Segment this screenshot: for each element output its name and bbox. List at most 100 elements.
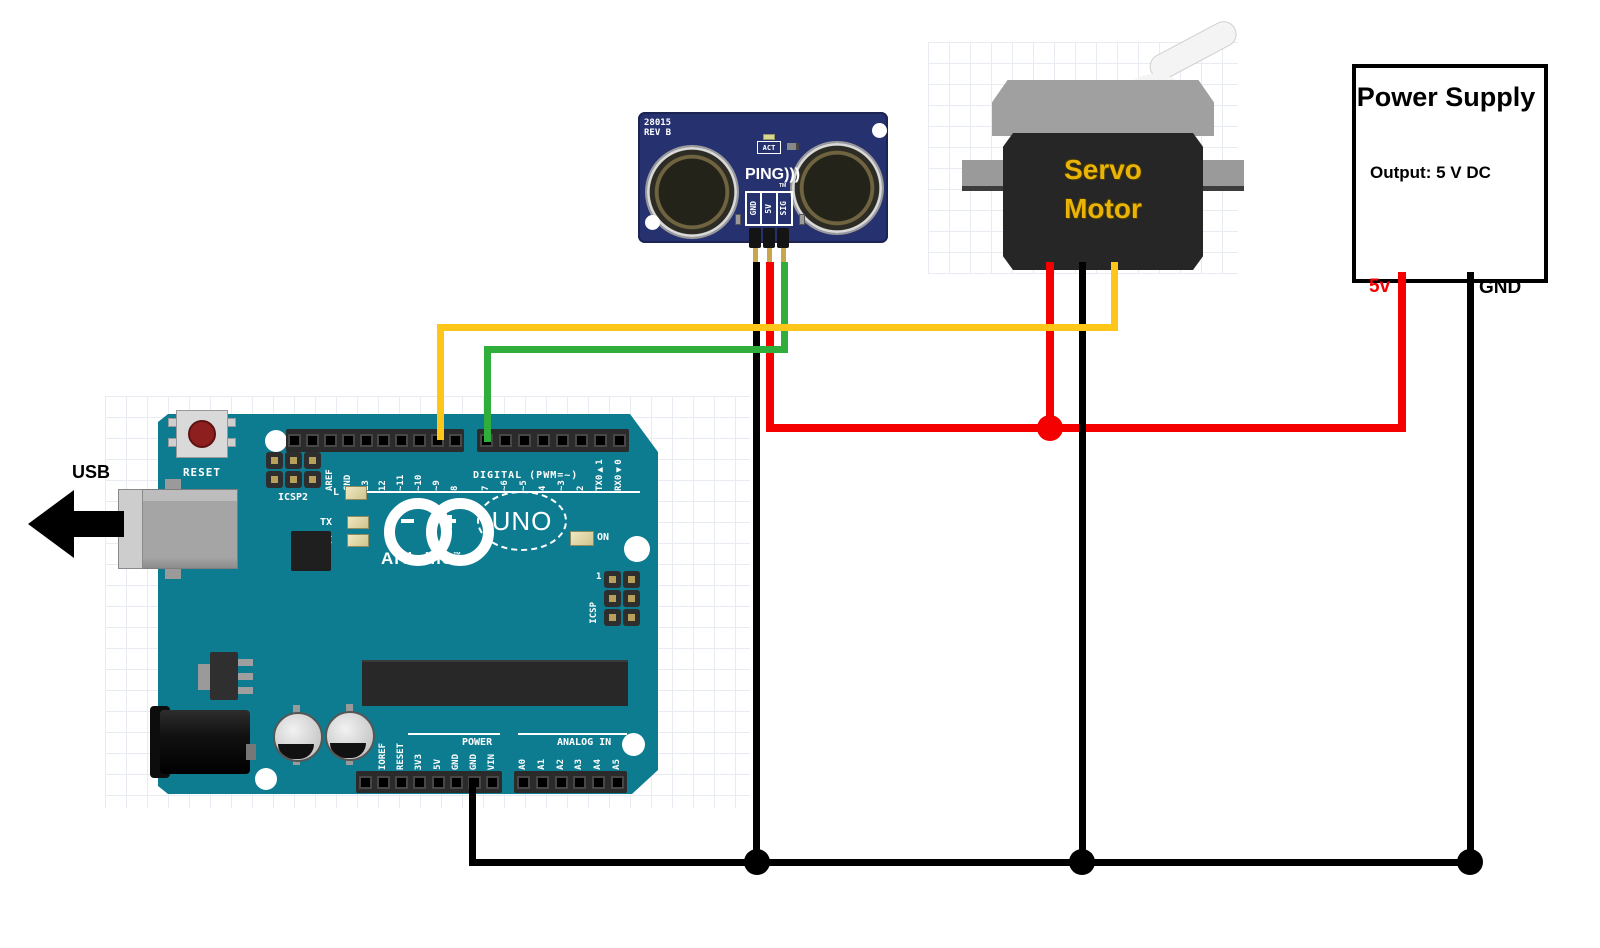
wire-green-ping-sig bbox=[781, 262, 788, 353]
ping-header-pin bbox=[777, 228, 789, 248]
power-caption: POWER bbox=[462, 737, 493, 748]
servo-mount-tab-left bbox=[962, 160, 1008, 191]
ping-tm: TM bbox=[779, 183, 787, 189]
barrel-jack-pin bbox=[246, 744, 256, 760]
digital-header-left bbox=[286, 429, 464, 452]
mounting-hole bbox=[622, 733, 645, 756]
usb-arrow-head bbox=[28, 490, 74, 558]
junction-dot-black bbox=[1069, 849, 1095, 875]
pin-label: GND bbox=[469, 753, 480, 770]
ultrasonic-transducer-left bbox=[647, 147, 737, 237]
regulator-leg bbox=[237, 659, 253, 666]
ping-mounting-hole bbox=[645, 215, 660, 230]
brand-tm: ™ bbox=[453, 550, 463, 560]
regulator-leg bbox=[237, 687, 253, 694]
silkscreen-line bbox=[408, 733, 500, 735]
icsp-header bbox=[604, 571, 640, 626]
usb-connector bbox=[142, 489, 238, 569]
ping-gold-pin bbox=[781, 248, 786, 265]
icsp-label: ICSP bbox=[589, 602, 599, 624]
pin-label: A1 bbox=[536, 759, 547, 770]
usb-tab-bottom bbox=[165, 567, 181, 579]
led-tx-label: TX bbox=[320, 517, 333, 528]
ping-pin-col: 5V bbox=[762, 193, 778, 224]
ping-gold-pin bbox=[753, 248, 758, 265]
servo-label-line2: Motor bbox=[1064, 193, 1142, 224]
servo-label-line1: Servo bbox=[1064, 154, 1142, 185]
digital-pin-labels-left: AREF GND 13 12 ~11 ~10 ~9 8 bbox=[286, 455, 464, 491]
ping-component bbox=[787, 143, 799, 150]
pin-label: RESET bbox=[396, 742, 407, 770]
wire-black-ping-gnd bbox=[753, 262, 760, 866]
reset-label: RESET bbox=[182, 466, 222, 479]
silkscreen-line bbox=[518, 733, 627, 735]
ping-resistor bbox=[735, 214, 741, 225]
capacitor bbox=[273, 712, 323, 762]
analog-header bbox=[514, 771, 627, 793]
ps-5v-label: 5v bbox=[1369, 276, 1391, 297]
plus-icon bbox=[447, 514, 452, 528]
wire-yellow-servo-signal bbox=[1111, 262, 1118, 331]
power-pin-labels: IOREF RESET 3V3 5V GND GND VIN bbox=[356, 736, 502, 770]
wire-red-supply-5v bbox=[1398, 272, 1406, 432]
ping-pin-label-box: GND 5V SIG bbox=[745, 191, 793, 226]
pin-label: A3 bbox=[574, 759, 585, 770]
pin-label: 8 bbox=[449, 485, 460, 491]
pin-label: TX0▶1 bbox=[595, 459, 605, 491]
pin-label: ~10 bbox=[413, 474, 424, 491]
power-supply-title: Power Supply bbox=[1356, 82, 1536, 112]
regulator-leg bbox=[237, 673, 253, 680]
analog-pin-labels: A0 A1 A2 A3 A4 A5 bbox=[514, 736, 627, 770]
ultrasonic-transducer-right bbox=[792, 143, 882, 233]
wire-black-servo-gnd bbox=[1079, 262, 1086, 866]
ping-pin-col: SIG bbox=[778, 193, 791, 224]
power-supply-box: Power Supply Output: 5 V DC bbox=[1352, 64, 1548, 283]
capacitor-lead bbox=[346, 704, 353, 713]
silkscreen-line bbox=[353, 491, 640, 493]
wire-black-supply-gnd bbox=[1467, 272, 1474, 866]
led-rx bbox=[347, 534, 369, 547]
voltage-regulator bbox=[210, 652, 238, 700]
junction-dot-black bbox=[744, 849, 770, 875]
model-text: UNO bbox=[491, 505, 553, 536]
uno-badge: UNO bbox=[477, 491, 567, 551]
pin-label: A2 bbox=[555, 759, 566, 770]
servo-top-housing bbox=[992, 80, 1214, 136]
capacitor bbox=[325, 711, 375, 761]
regulator-tab bbox=[198, 664, 212, 690]
ping-header-pin bbox=[749, 228, 761, 248]
ping-pin-sig-label: SIG bbox=[779, 201, 789, 216]
usb-serial-chip bbox=[291, 531, 331, 571]
ping-partno-text: 28015 bbox=[644, 118, 672, 128]
usb-tab-top bbox=[165, 479, 181, 491]
ping-mounting-hole bbox=[872, 123, 887, 138]
pin-label: IOREF bbox=[377, 742, 388, 770]
pin-label: 3V3 bbox=[414, 753, 425, 770]
barrel-jack bbox=[160, 710, 250, 774]
icsp-pin1-label: 1 bbox=[596, 572, 602, 582]
led-tx bbox=[347, 516, 369, 529]
mounting-hole bbox=[624, 536, 650, 562]
icsp-label-wrap: ICSP bbox=[589, 592, 599, 634]
ping-resistor bbox=[799, 214, 805, 225]
analog-caption: ANALOG IN bbox=[557, 737, 612, 748]
pin-label: GND bbox=[450, 753, 461, 770]
act-label-box: ACT bbox=[757, 141, 781, 154]
reset-button-cap bbox=[188, 420, 216, 448]
pin-label: A0 bbox=[517, 759, 528, 770]
minus-icon bbox=[401, 519, 414, 523]
pin-label: 2 bbox=[576, 485, 586, 491]
servo-label: Servo Motor bbox=[1003, 150, 1203, 228]
ping-gold-pin bbox=[767, 248, 772, 265]
pin-label: AREF bbox=[324, 469, 335, 491]
pin-label: A4 bbox=[593, 759, 604, 770]
ping-part-number: 28015 REV B bbox=[644, 118, 672, 139]
led-on bbox=[570, 531, 594, 546]
pin-label: RX0◀0 bbox=[614, 459, 624, 491]
junction-dot-red bbox=[1037, 415, 1063, 441]
ping-pin-col: GND bbox=[747, 193, 763, 224]
pin-label: 5V bbox=[432, 759, 443, 770]
led-l-label: L bbox=[333, 487, 340, 498]
power-supply-output: Output: 5 V DC bbox=[1370, 163, 1491, 182]
